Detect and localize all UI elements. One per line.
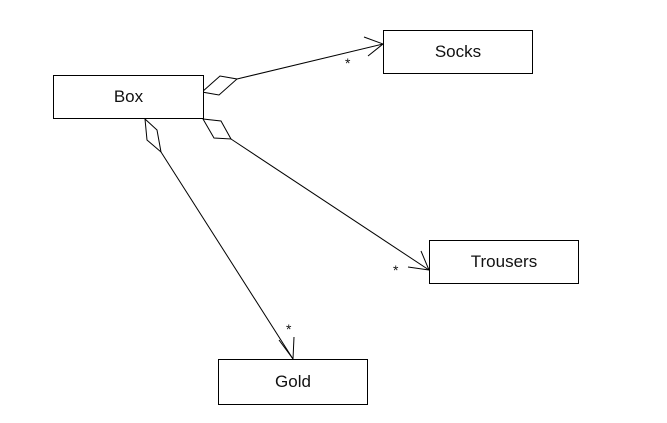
aggregation-diamond-trousers [202, 118, 232, 140]
class-gold-label: Gold [275, 372, 311, 391]
class-socks-label: Socks [434, 42, 482, 61]
arrowhead-trousers [407, 250, 430, 271]
class-box-label: Box [113, 87, 144, 106]
multiplicity-trousers: * [393, 262, 399, 278]
association-box-socks [200, 36, 385, 96]
multiplicity-gold: * [286, 321, 292, 337]
association-line-socks [236, 43, 384, 80]
association-line-gold [160, 151, 294, 360]
multiplicity-socks: * [345, 55, 351, 71]
aggregation-diamond-socks [200, 75, 239, 96]
association-box-gold [144, 117, 295, 361]
association-line-trousers [230, 138, 430, 271]
association-box-trousers [202, 118, 430, 271]
class-trousers[interactable]: Trousers [429, 240, 579, 284]
class-socks[interactable]: Socks [383, 30, 533, 74]
class-trousers-label: Trousers [470, 252, 538, 271]
class-gold[interactable]: Gold [218, 359, 368, 405]
class-box[interactable]: Box [53, 75, 204, 119]
aggregation-diamond-gold [144, 117, 162, 154]
